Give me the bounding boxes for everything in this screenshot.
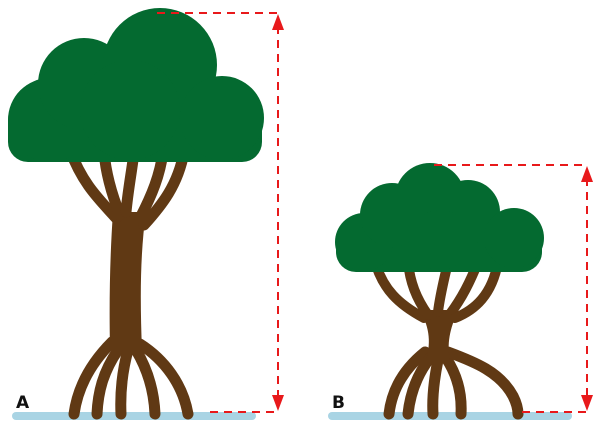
arrow-up-head-b [581,166,593,182]
arrow-down-head-b [581,395,593,411]
roots-b [383,346,524,420]
foliage-b [335,163,544,272]
trunk-a [109,212,146,350]
height-indicator-a [157,12,284,413]
roots-a [68,336,194,420]
arrow-down-head-a [272,395,284,411]
foliage-a [8,8,264,162]
ground-line-b [328,412,572,420]
label-a: A [16,393,30,413]
arrow-up-head-a [272,14,284,30]
trunk-b [420,310,458,360]
tree-b [328,163,572,420]
label-b: B [332,393,345,413]
tree-a [8,8,264,420]
ground-line-a [12,412,256,420]
height-indicator-b [434,164,593,413]
